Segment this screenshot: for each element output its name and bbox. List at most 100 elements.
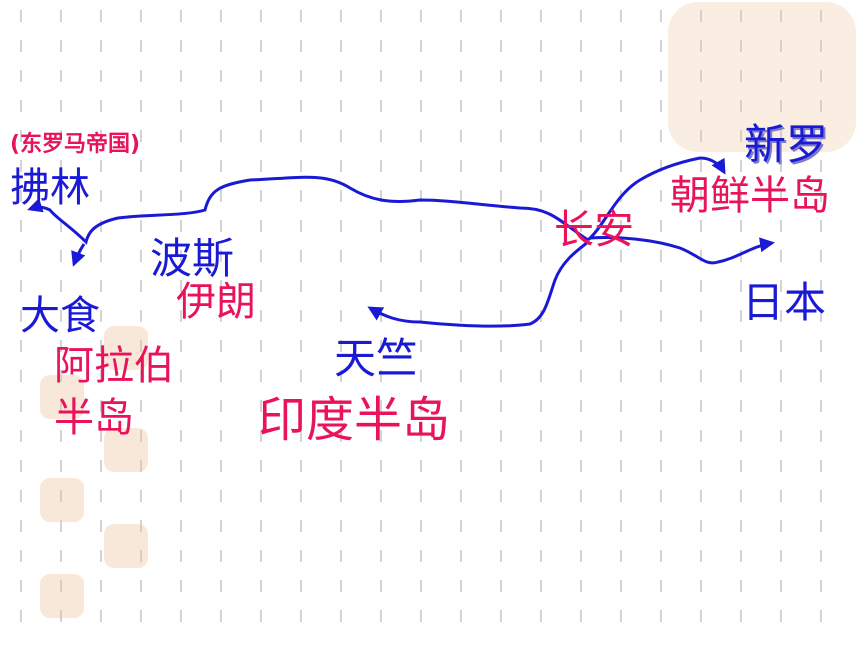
grid-mark bbox=[780, 490, 782, 502]
grid-mark bbox=[620, 10, 622, 22]
grid-mark bbox=[100, 250, 102, 262]
grid-mark bbox=[780, 130, 782, 142]
grid-mark bbox=[220, 10, 222, 22]
grid-mark bbox=[700, 610, 702, 622]
grid-mark bbox=[220, 190, 222, 202]
grid-mark bbox=[500, 130, 502, 142]
grid-mark bbox=[740, 70, 742, 82]
grid-mark bbox=[660, 100, 662, 112]
grid-mark bbox=[700, 400, 702, 412]
grid-mark bbox=[820, 430, 822, 442]
grid-mark bbox=[580, 340, 582, 352]
grid-mark bbox=[620, 430, 622, 442]
grid-mark bbox=[340, 160, 342, 172]
grid-mark bbox=[380, 250, 382, 262]
grid-mark bbox=[420, 40, 422, 52]
grid-mark bbox=[100, 430, 102, 442]
grid-mark bbox=[780, 580, 782, 592]
small-seal-icon bbox=[40, 375, 84, 419]
small-seal-icon bbox=[40, 478, 84, 522]
grid-mark bbox=[300, 490, 302, 502]
grid-mark bbox=[700, 100, 702, 112]
grid-mark bbox=[20, 460, 22, 472]
grid-mark bbox=[140, 10, 142, 22]
label-iran: 伊朗 bbox=[176, 279, 256, 325]
grid-mark bbox=[340, 10, 342, 22]
grid-mark bbox=[700, 160, 702, 172]
grid-mark bbox=[20, 10, 22, 22]
grid-mark bbox=[20, 130, 22, 142]
grid-mark bbox=[700, 70, 702, 82]
grid-mark bbox=[660, 190, 662, 202]
grid-mark bbox=[540, 130, 542, 142]
grid-mark bbox=[700, 370, 702, 382]
grid-mark bbox=[820, 10, 822, 22]
grid-mark bbox=[700, 40, 702, 52]
grid-mark bbox=[580, 70, 582, 82]
grid-mark bbox=[100, 130, 102, 142]
grid-mark bbox=[460, 250, 462, 262]
grid-mark bbox=[60, 400, 62, 412]
grid-mark bbox=[620, 610, 622, 622]
grid-mark bbox=[220, 400, 222, 412]
grid-mark bbox=[500, 520, 502, 532]
grid-mark bbox=[100, 340, 102, 352]
grid-mark bbox=[260, 490, 262, 502]
grid-mark bbox=[60, 160, 62, 172]
grid-mark bbox=[20, 430, 22, 442]
label-bosi: 波斯 bbox=[150, 234, 235, 283]
grid-mark bbox=[460, 40, 462, 52]
grid-mark bbox=[420, 340, 422, 352]
grid-mark bbox=[660, 580, 662, 592]
grid-mark bbox=[60, 250, 62, 262]
grid-mark bbox=[540, 40, 542, 52]
grid-mark bbox=[740, 490, 742, 502]
grid-mark bbox=[620, 130, 622, 142]
grid-mark bbox=[140, 520, 142, 532]
grid-mark bbox=[20, 160, 22, 172]
grid-mark bbox=[300, 40, 302, 52]
grid-mark bbox=[580, 40, 582, 52]
grid-mark bbox=[220, 310, 222, 322]
grid-mark bbox=[580, 250, 582, 262]
grid-mark bbox=[260, 370, 262, 382]
grid-mark bbox=[220, 580, 222, 592]
grid-mark bbox=[380, 550, 382, 562]
grid-mark bbox=[460, 490, 462, 502]
grid-mark bbox=[620, 400, 622, 412]
grid-mark bbox=[300, 280, 302, 292]
grid-mark bbox=[620, 490, 622, 502]
grid-mark bbox=[620, 370, 622, 382]
grid-mark bbox=[140, 190, 142, 202]
grid-mark bbox=[100, 280, 102, 292]
grid-mark bbox=[180, 160, 182, 172]
grid-mark bbox=[340, 250, 342, 262]
grid-mark bbox=[500, 220, 502, 232]
grid-mark bbox=[60, 100, 62, 112]
grid-mark bbox=[820, 460, 822, 472]
grid-mark bbox=[660, 520, 662, 532]
grid-mark bbox=[460, 160, 462, 172]
grid-mark bbox=[660, 70, 662, 82]
grid-mark bbox=[500, 340, 502, 352]
grid-mark bbox=[540, 460, 542, 472]
grid-mark bbox=[380, 160, 382, 172]
grid-mark bbox=[660, 430, 662, 442]
grid-mark bbox=[820, 580, 822, 592]
grid-mark bbox=[220, 160, 222, 172]
grid-mark bbox=[260, 340, 262, 352]
grid-mark bbox=[180, 100, 182, 112]
grid-mark bbox=[780, 370, 782, 382]
grid-mark bbox=[300, 100, 302, 112]
grid-mark bbox=[100, 160, 102, 172]
grid-mark bbox=[780, 40, 782, 52]
grid-mark bbox=[220, 220, 222, 232]
grid-mark bbox=[380, 520, 382, 532]
grid-mark bbox=[260, 460, 262, 472]
grid-mark bbox=[300, 250, 302, 262]
grid-mark bbox=[460, 400, 462, 412]
grid-mark bbox=[620, 100, 622, 112]
grid-mark bbox=[180, 280, 182, 292]
grid-mark bbox=[20, 220, 22, 232]
